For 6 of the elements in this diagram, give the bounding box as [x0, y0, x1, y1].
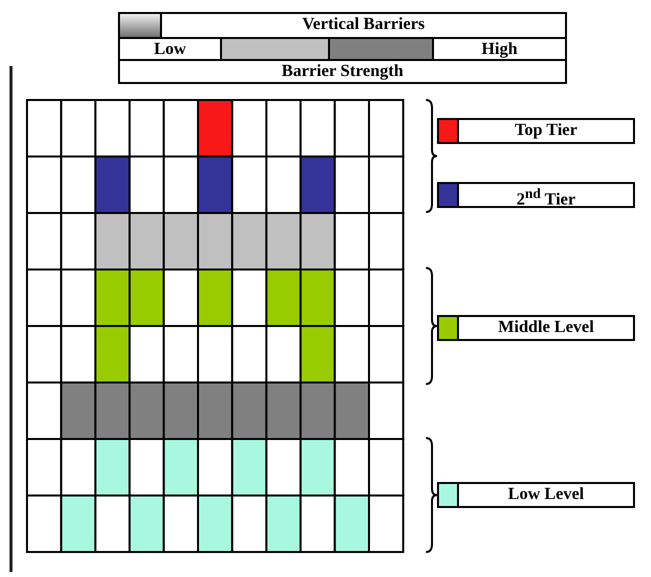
legend-text: Vertical Barriers — [160, 12, 567, 39]
legend-text: Middle Level — [457, 315, 635, 341]
axis-title: Barrier Strength — [118, 59, 567, 84]
legend-text: Low Level — [457, 482, 635, 508]
legend-text: 2$^{nd}$ Tier — [457, 182, 635, 208]
legend-text: Top Tier — [457, 118, 635, 144]
